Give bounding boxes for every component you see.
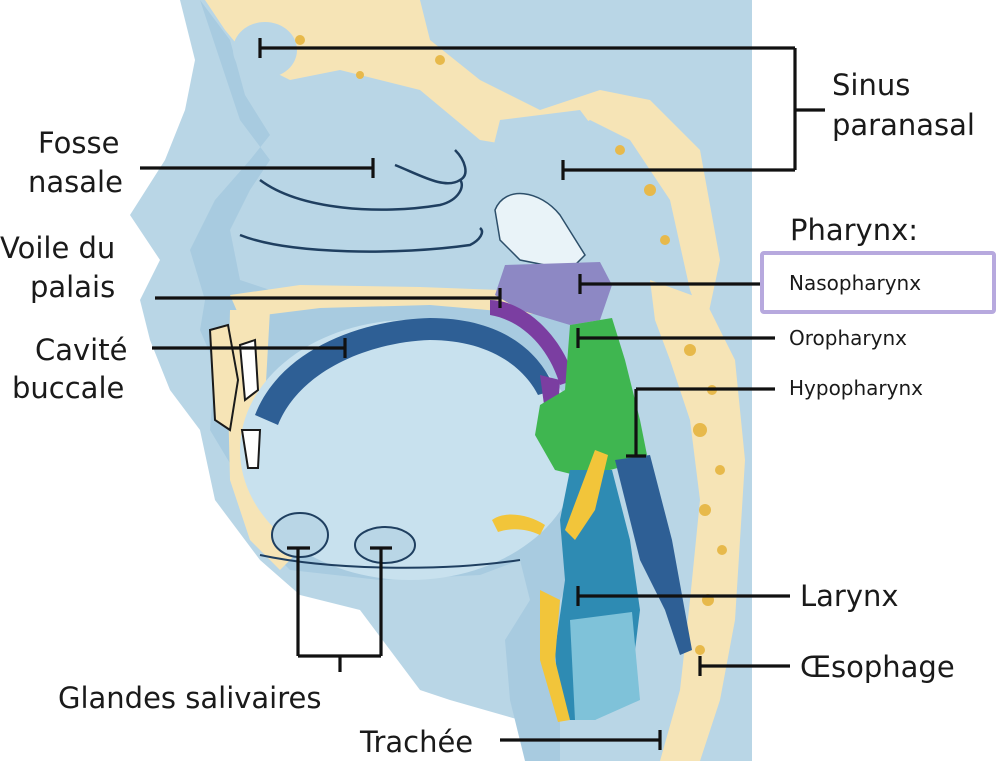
label-voile-line1: Voile du (0, 231, 115, 265)
trachea-rings (570, 612, 640, 720)
label-nasopharynx: Nasopharynx (789, 271, 921, 295)
anatomy-illustration (130, 0, 752, 761)
label-larynx: Larynx (800, 579, 899, 613)
label-trachee: Trachée (359, 725, 473, 759)
label-cavite-line2: buccale (12, 371, 124, 405)
label-fosse-line2: nasale (28, 165, 123, 199)
label-oropharynx: Oropharynx (789, 326, 907, 350)
label-cavite-line1: Cavité (35, 333, 127, 367)
label-hypopharynx: Hypopharynx (789, 376, 923, 400)
frontal-sinus-cavity (233, 22, 297, 78)
label-sinus-line1: Sinus (832, 68, 910, 102)
label-pharynx-heading: Pharynx: (790, 213, 918, 247)
label-oesophage: Œsophage (800, 650, 955, 684)
label-voile-line2: palais (30, 270, 115, 304)
label-glandes-salivaires: Glandes salivaires (58, 681, 321, 715)
label-sinus-line2: paranasal (832, 108, 975, 142)
label-fosse-line1: Fosse (38, 126, 119, 160)
